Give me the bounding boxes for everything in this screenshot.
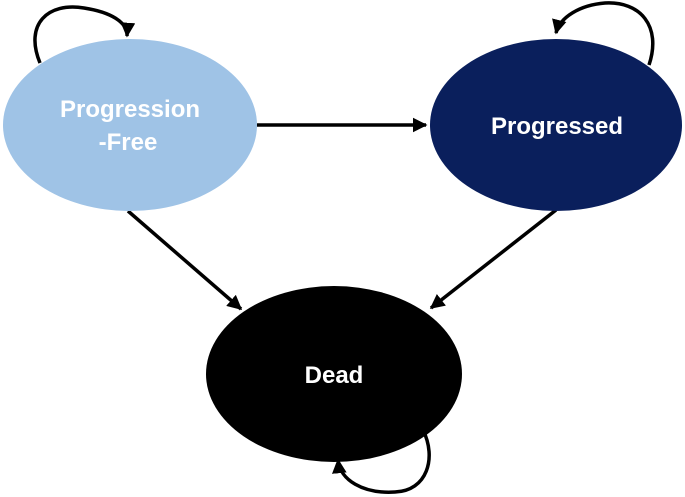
- state-progression-free-shape: [3, 39, 257, 211]
- transition-arrows: [33, 1, 655, 494]
- state-progression-free-label-line2: -Free: [99, 129, 158, 156]
- arrow-progression-free-to-dead: [126, 209, 243, 311]
- loop-arrow-progressed: [552, 1, 655, 66]
- state-progressed-label: Progressed: [491, 113, 623, 140]
- loop-arrow-dead: [332, 429, 431, 494]
- state-progressed: Progressed: [430, 39, 682, 211]
- state-progression-free-label-line1: Progression: [60, 96, 200, 123]
- state-progressed-shape: [430, 39, 682, 211]
- state-dead-shape: [206, 286, 462, 462]
- state-dead-label: Dead: [305, 362, 364, 389]
- state-dead: Dead: [206, 286, 462, 462]
- arrow-progressed-to-dead: [429, 208, 558, 310]
- loop-arrow-progression-free: [33, 5, 136, 64]
- state-progression-free: Progression -Free: [3, 39, 257, 211]
